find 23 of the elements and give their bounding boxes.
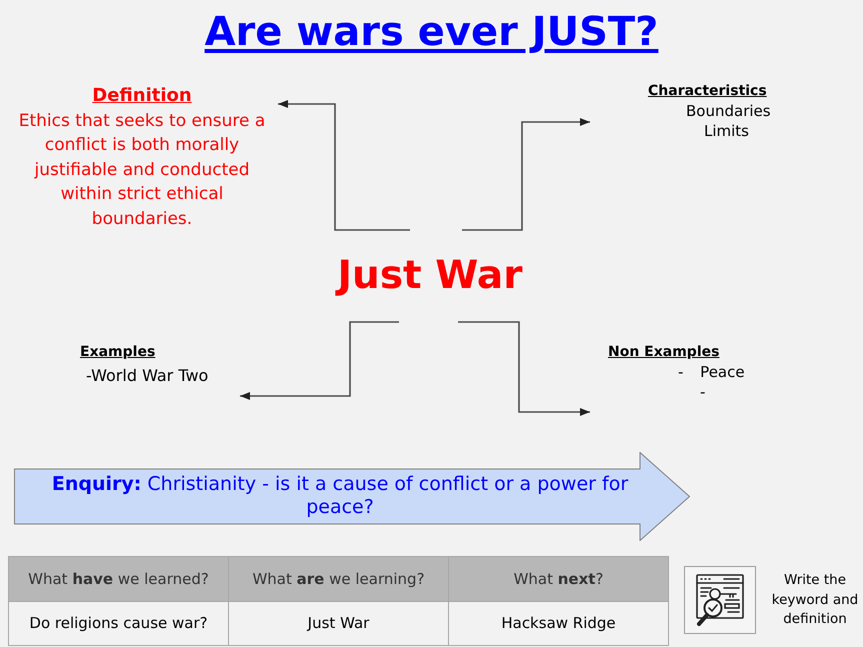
arrow xyxy=(278,100,410,231)
table-cell: Do religions cause war? xyxy=(8,601,229,646)
list-item: - xyxy=(700,382,706,402)
header-cell: What have we learned? xyxy=(8,556,229,602)
list-item: - Peace xyxy=(678,362,745,382)
arrow xyxy=(458,321,590,416)
heading: Examples xyxy=(80,343,156,362)
heading: Characteristics xyxy=(648,82,767,101)
list-item: Boundaries xyxy=(686,101,771,121)
definition-text: Ethics that seeks to ensure a conflict is both morally justifiable and conducted within strict ethical boundaries. xyxy=(18,110,266,230)
table-cell: Hacksaw Ridge xyxy=(448,601,669,646)
title: Are wars ever JUST? xyxy=(204,8,658,56)
arrow xyxy=(462,118,590,231)
header-cell: What next? xyxy=(448,556,669,602)
list-item: Limits xyxy=(704,121,749,141)
heading: Non Examples xyxy=(608,343,720,362)
heading: Definition xyxy=(92,84,192,108)
list-item: -World War Two xyxy=(86,365,208,387)
instruction-text: Write the keyword and definition xyxy=(770,571,860,629)
central-term: Just War xyxy=(338,253,522,299)
header-cell: What are we learning? xyxy=(228,556,449,602)
enquiry-text: Enquiry: Christianity - is it a cause of conflict or a power for peace? xyxy=(50,473,630,519)
arrow xyxy=(240,321,399,400)
